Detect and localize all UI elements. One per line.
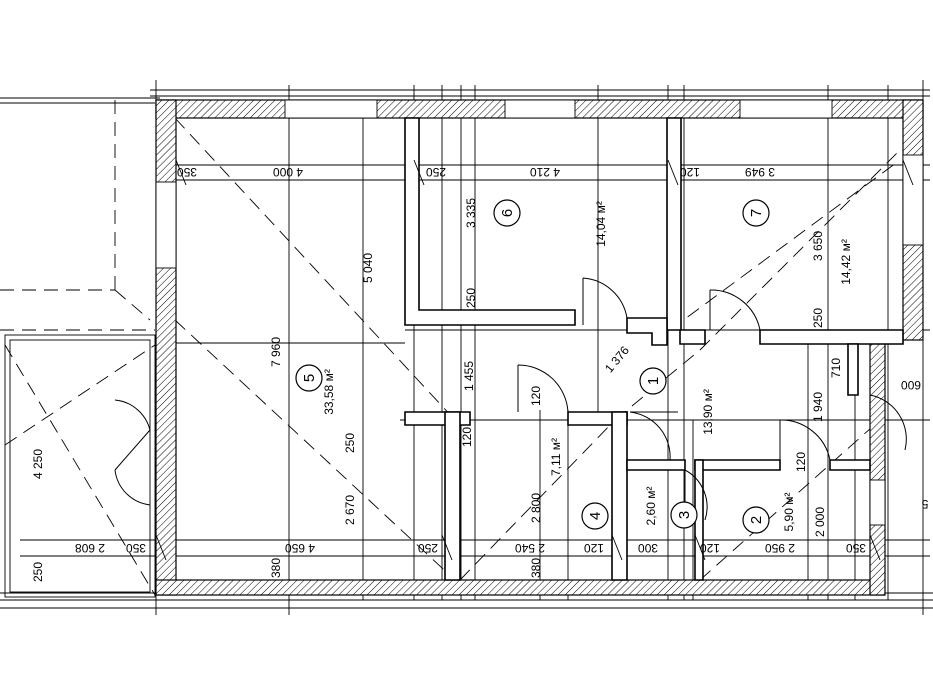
dim-label: 120 (680, 165, 700, 179)
dim-label: 3 949 (745, 165, 775, 179)
room-6-circle (493, 199, 521, 227)
dim-label: 710 (829, 358, 843, 378)
room-7-circle (742, 199, 770, 227)
dim-label: 350 (846, 541, 866, 555)
dim-label: 4 250 (31, 449, 45, 479)
dim-label: 1 940 (811, 392, 825, 422)
exterior-walls (155, 99, 924, 596)
room-4-area: 7,11 м² (549, 438, 563, 476)
room-4-number: 4 (587, 512, 604, 520)
dim-label: 3 650 (811, 231, 825, 261)
dim-label: 120 (584, 541, 604, 555)
dim-label: 250 (343, 433, 357, 453)
room-1-number: 1 (645, 377, 662, 385)
dim-label: 350 (177, 165, 197, 179)
dim-label: 120 (794, 452, 808, 472)
room-5-circle (295, 364, 323, 392)
room-5-area: 33,58 м² (322, 369, 336, 415)
dim-label: 2 800 (529, 493, 543, 523)
dim-label: 5 040 (361, 253, 375, 283)
dim-label: 2 000 (813, 507, 827, 537)
dim-label: 300 (638, 541, 658, 555)
room-3-number: 3 (676, 511, 693, 519)
door-swings (517, 277, 907, 521)
room-markers: 6 7 5 1 4 3 2 (295, 199, 770, 534)
dim-label: 250 (811, 308, 825, 328)
room-7-area: 14,42 м² (839, 239, 853, 285)
room-2-circle (742, 506, 770, 534)
room-6-number: 6 (499, 209, 516, 217)
dim-label: 4 000 (273, 165, 303, 179)
interior-walls (404, 117, 904, 581)
room-7-number: 7 (748, 209, 765, 217)
guide-lines (0, 80, 933, 615)
dim-label: 350 (126, 541, 146, 555)
room-2-number: 2 (748, 516, 765, 524)
dim-label: 2 608 (75, 541, 105, 555)
dim-label: 5 (921, 497, 928, 511)
dim-label: 250 (426, 165, 446, 179)
bottom-dimensions: 2 608 350 4 650 250 2 540 120 300 120 2 … (75, 541, 866, 555)
dim-label: 1 376 (602, 343, 632, 375)
dim-label: 250 (418, 541, 438, 555)
dim-label: 250 (464, 288, 478, 308)
room-areas: 14,04 м² 14,42 м² 33,58 м² 13,90 м² 7,11… (322, 201, 853, 531)
dim-label: 4 650 (285, 541, 315, 555)
room-6-area: 14,04 м² (594, 201, 608, 247)
dim-label: 2 670 (343, 495, 357, 525)
dim-label: 250 (31, 562, 45, 582)
dim-label: 3 335 (464, 198, 478, 228)
dim-label: 600 (901, 378, 921, 392)
dim-label: 120 (460, 427, 474, 447)
dim-label: 4 210 (530, 165, 560, 179)
room-3-circle (670, 501, 698, 529)
room-1-circle (639, 367, 667, 395)
dim-label: 380 (529, 558, 543, 578)
dim-label: 2 950 (765, 541, 795, 555)
dim-label: 2 540 (515, 541, 545, 555)
top-dimensions: 350 4 000 250 4 210 120 3 949 (177, 165, 775, 179)
room-2-area: 5,90 м² (782, 493, 796, 532)
room-4-circle (581, 502, 609, 530)
room-5-number: 5 (301, 374, 318, 382)
dim-label: 380 (269, 558, 283, 578)
dim-label: 120 (529, 386, 543, 406)
room-1-area: 13,90 м² (701, 389, 715, 435)
dimension-ticks (155, 159, 914, 561)
dim-label: 120 (700, 541, 720, 555)
balcony (4, 334, 156, 598)
room-3-area: 2,60 м² (644, 487, 658, 526)
dim-label: 7 960 (269, 337, 283, 367)
dim-label: 1 455 (462, 361, 476, 391)
